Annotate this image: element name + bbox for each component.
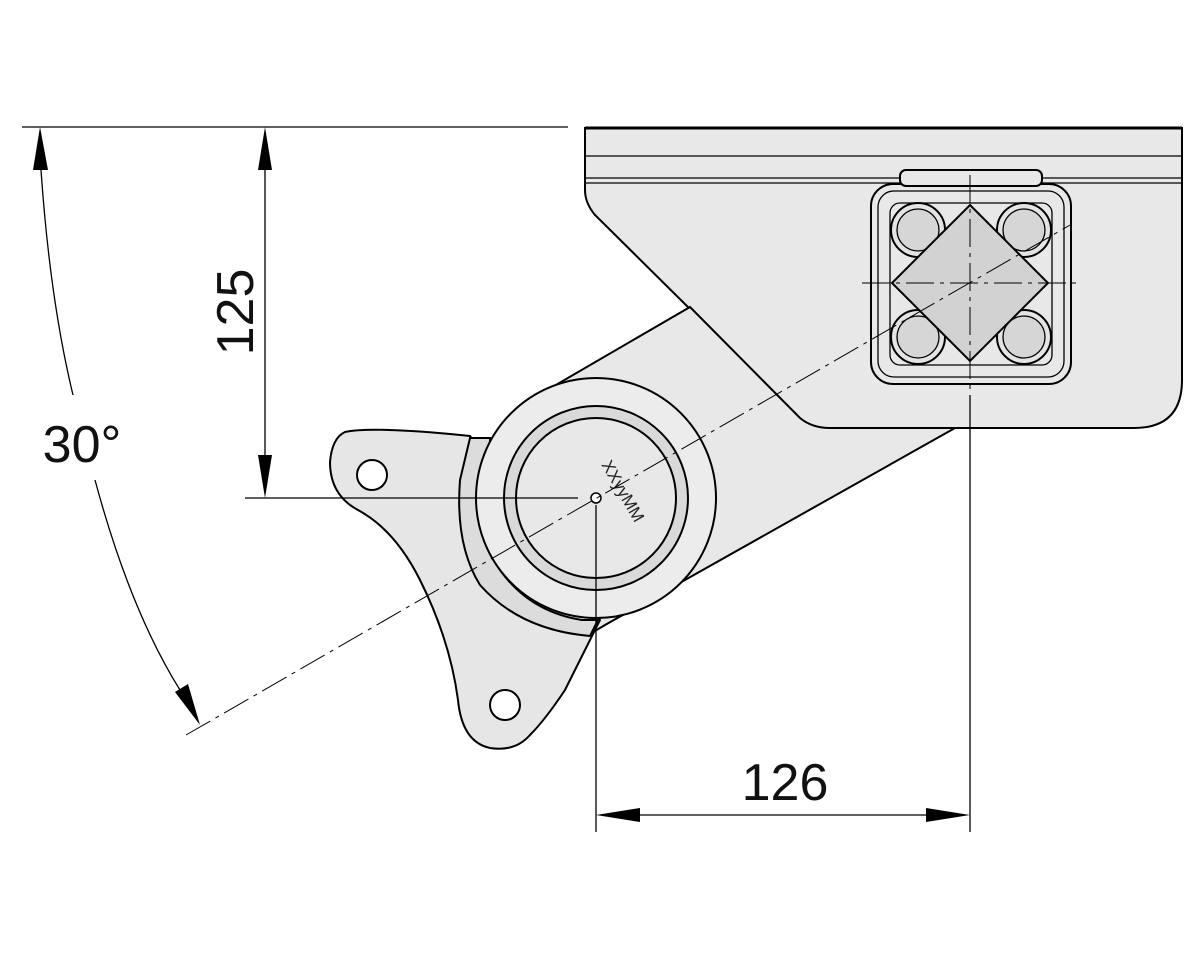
extension-lines [22,126,971,832]
dimension-height-label: 125 [207,269,265,356]
bolt-bottom-right [996,309,1052,365]
bracket-hole-top [356,459,388,491]
dimension-height: 125 [207,127,272,498]
bracket [328,428,602,750]
pivot-hub: XXyyMM [458,377,717,638]
dimension-width: 126 [596,754,970,822]
centerlines [185,175,1080,736]
bolt-top-right [996,202,1052,258]
bracket-hole-bottom [489,689,521,721]
hub-center-hole [590,492,602,504]
dimension-width-label: 126 [742,754,829,812]
bolt-pattern [870,169,1072,385]
dimension-angle: 30° [33,127,200,725]
dimension-angle-label: 30° [43,416,122,474]
